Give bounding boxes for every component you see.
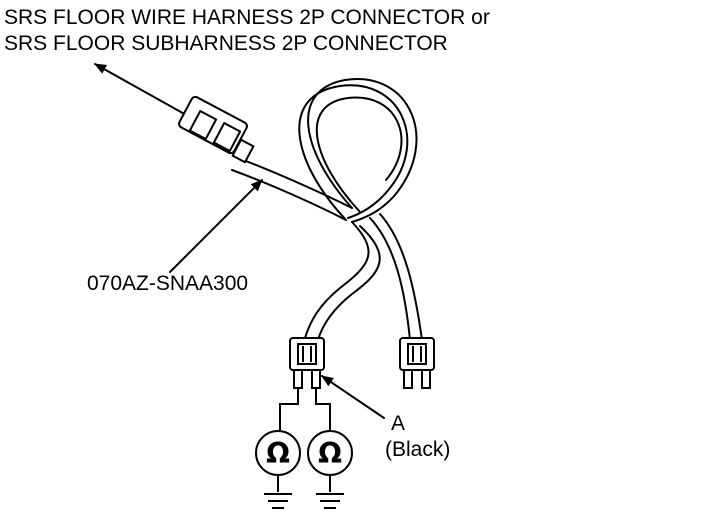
callout-a-leader-arrow	[321, 375, 385, 419]
ohm-symbol-left: Ω	[266, 437, 290, 470]
coil-loop-inner	[315, 96, 403, 213]
harness-cable-upper	[237, 157, 353, 209]
ground-symbol-left	[264, 493, 292, 509]
title-line-2: SRS FLOOR SUBHARNESS 2P CONNECTOR	[4, 32, 448, 55]
probe-wire-left	[279, 388, 299, 430]
title-line-1: SRS FLOOR WIRE HARNESS 2P CONNECTOR or	[4, 6, 490, 29]
branch-right-a	[369, 217, 411, 341]
branch-right-b	[379, 213, 423, 341]
harness-cable-upper-2	[231, 169, 347, 221]
coil-loop-mid	[298, 84, 409, 221]
callout-a-letter: A	[391, 412, 406, 435]
top-2p-connector	[178, 95, 255, 164]
ohm-symbol-right: Ω	[318, 437, 342, 470]
connector-leader-arrow	[94, 63, 189, 117]
ohmmeter-left: Ω	[255, 430, 301, 476]
connector-a-black	[289, 337, 325, 389]
ohmmeter-right: Ω	[307, 430, 353, 476]
coil-loop-outer	[307, 78, 418, 223]
branch-left-b	[317, 225, 381, 341]
part-number-leader-arrow	[169, 179, 263, 273]
branch-left-a	[304, 221, 370, 339]
ground-symbol-right	[316, 493, 344, 509]
probe-wire-right	[315, 388, 331, 430]
part-number-label: 070AZ-SNAA300	[87, 272, 249, 295]
connector-b	[399, 337, 435, 389]
callout-a-color: (Black)	[385, 438, 451, 461]
